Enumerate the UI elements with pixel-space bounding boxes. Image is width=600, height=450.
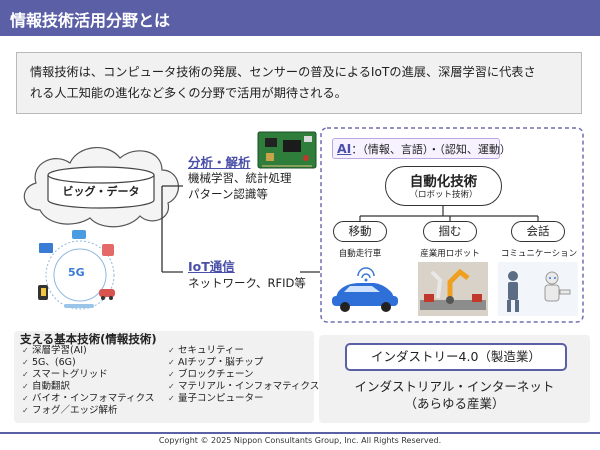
industrial-internet-line-2: （あらゆる産業） xyxy=(404,396,505,411)
analysis-line-1: 機械学習、統計処理 xyxy=(188,171,292,185)
intro-box xyxy=(16,52,582,114)
analysis-heading: 分析・解析 xyxy=(188,155,251,170)
intro-line-2: れる人工知能の進化など多くの分野で活用が期待される。 xyxy=(30,86,347,100)
page-title: 情報技術活用分野とは xyxy=(10,11,171,30)
list-item: ブロックチェーン xyxy=(168,369,319,381)
circuit-board-picture xyxy=(257,131,317,169)
iot-devices-picture xyxy=(38,230,115,310)
iot-desc: ネットワーク、RFID等 xyxy=(188,276,306,290)
ai-label-detail: ：（情報、言語）・（認知、運動） xyxy=(351,143,511,156)
connector-lines xyxy=(161,185,320,273)
5g-icon: 5G xyxy=(68,266,85,279)
branch-grab-caption: 産業用ロボット xyxy=(420,249,480,259)
branch-conversation-caption: コミュニケーション xyxy=(500,249,578,259)
car-picture xyxy=(332,267,398,312)
automation-subtitle: （ロボット技術） xyxy=(409,190,478,200)
footer-divider xyxy=(0,432,600,434)
ai-label-box xyxy=(332,138,500,159)
industrial-robot-picture xyxy=(418,262,488,316)
intro-text: 情報技術は、コンピュータ技術の発展、センサーの普及によるIoTの進展、深層学習に… xyxy=(30,62,575,104)
branch-move-caption: 自動走行車 xyxy=(338,249,382,259)
analysis-desc: 機械学習、統計処理 パターン認識等 xyxy=(188,170,292,202)
base-tech-list-2: セキュリティー AIチップ・脳チップ ブロックチェーン マテリアル・インフォマテ… xyxy=(168,345,319,405)
branch-grab: 掴む xyxy=(423,221,477,242)
branch-move: 移動 xyxy=(333,221,387,242)
list-item: 深層学習(AI) xyxy=(22,345,154,357)
list-item: 自動翻訳 xyxy=(22,381,154,393)
automation-title: 自動化技術 xyxy=(409,174,478,190)
list-item: 5G、(6G) xyxy=(22,357,154,369)
base-tech-list-1: 深層学習(AI) 5G、(6G) スマートグリッド 自動翻訳 バイオ・インフォマ… xyxy=(22,345,154,417)
database-cylinder xyxy=(47,166,155,209)
list-item: フォグ／エッジ解析 xyxy=(22,405,154,417)
iot-heading: IoT通信 xyxy=(188,259,235,274)
ai-label-title: AI xyxy=(337,141,352,156)
branch-conversation: 会話 xyxy=(511,221,565,242)
industrial-internet-line-1: インダストリアル・インターネット xyxy=(354,379,555,394)
list-item: スマートグリッド xyxy=(22,369,154,381)
analysis-line-2: パターン認識等 xyxy=(188,187,268,201)
list-item: 量子コンピューター xyxy=(168,393,319,405)
industrial-internet-text: インダストリアル・インターネット （あらゆる産業） xyxy=(319,378,590,412)
automation-tree xyxy=(359,206,539,221)
big-data-label: ビッグ・データ xyxy=(62,185,140,198)
intro-line-1: 情報技術は、コンピュータ技術の発展、センサーの普及によるIoTの進展、深層学習に… xyxy=(30,65,536,79)
automation-box xyxy=(385,166,502,206)
communication-robot-picture xyxy=(498,262,578,316)
ai-label: AI：（情報、言語）・（認知、運動） xyxy=(337,141,511,157)
list-item: AIチップ・脳チップ xyxy=(168,357,319,369)
list-item: セキュリティー xyxy=(168,345,319,357)
base-tech-title: 支える基本技術(情報技術) xyxy=(20,332,157,346)
industry-4-box: インダストリー4.0（製造業） xyxy=(345,343,567,371)
list-item: バイオ・インフォマティクス xyxy=(22,393,154,405)
ai-dashed-box xyxy=(320,127,584,323)
list-item: マテリアル・インフォマティクス xyxy=(168,381,319,393)
copyright-text: Copyright © 2025 Nippon Consultants Grou… xyxy=(158,436,442,445)
title-bar xyxy=(0,0,600,36)
